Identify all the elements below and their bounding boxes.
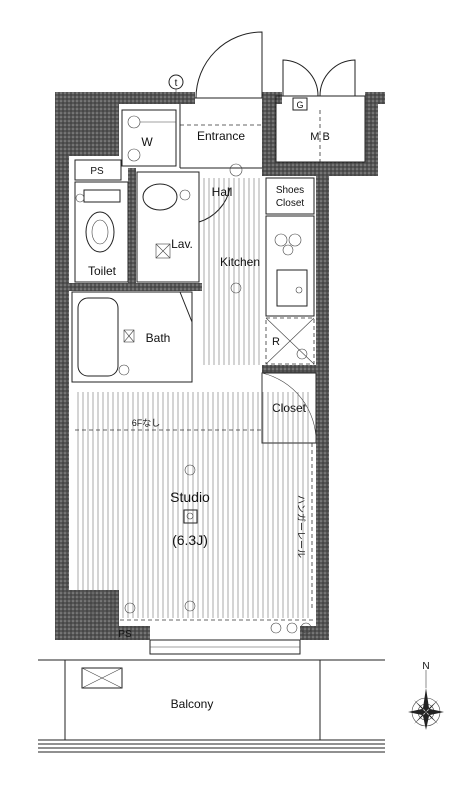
balcony <box>38 659 385 753</box>
floor-note: 6Fなし <box>132 418 161 428</box>
toilet-label: Toilet <box>88 264 117 278</box>
ps-top-label: PS <box>90 166 104 177</box>
kitchen-counter <box>265 215 315 317</box>
lav-label: Lav. <box>171 237 193 251</box>
shoes-closet-label-line1: Shoes <box>276 185 304 196</box>
studio-ceiling-fixture <box>183 509 198 524</box>
toilet-room <box>74 181 129 283</box>
t-marker: t <box>175 78 178 89</box>
ps-bottom-label: PS <box>118 629 132 640</box>
studio-size: (6.3J) <box>172 532 208 548</box>
r-label: R <box>272 336 280 348</box>
hall-label: Hall <box>212 185 233 199</box>
studio-window <box>120 600 316 655</box>
shoes-closet-label-line2: Closet <box>276 198 305 209</box>
balcony-label: Balcony <box>171 697 214 711</box>
kitchen-label: Kitchen <box>220 255 260 269</box>
entrance-label: Entrance <box>197 129 245 143</box>
mb-cabinet <box>275 59 366 163</box>
mb-label: M B <box>310 131 330 143</box>
compass-icon <box>408 670 444 730</box>
outer-walls <box>55 92 385 640</box>
washer-space <box>121 109 177 167</box>
hanger-rail-label: ハンガーレール <box>296 495 306 558</box>
mb-g-label: G <box>296 100 303 110</box>
studio-floor <box>77 392 309 618</box>
hall-kitchen-floor <box>203 178 260 365</box>
entrance-area <box>179 104 262 169</box>
compass-north-label: N <box>422 661 429 672</box>
ps-top-box <box>74 159 122 181</box>
studio-label: Studio <box>170 489 210 505</box>
bath-label: Bath <box>146 331 171 345</box>
entrance-door[interactable] <box>195 31 263 99</box>
closet-label: Closet <box>272 401 307 415</box>
refrigerator-space <box>265 317 315 365</box>
shoes-closet <box>265 177 315 215</box>
w-label: W <box>141 135 153 149</box>
bath-room <box>71 291 193 383</box>
closet <box>261 372 317 444</box>
lavatory <box>136 171 231 283</box>
